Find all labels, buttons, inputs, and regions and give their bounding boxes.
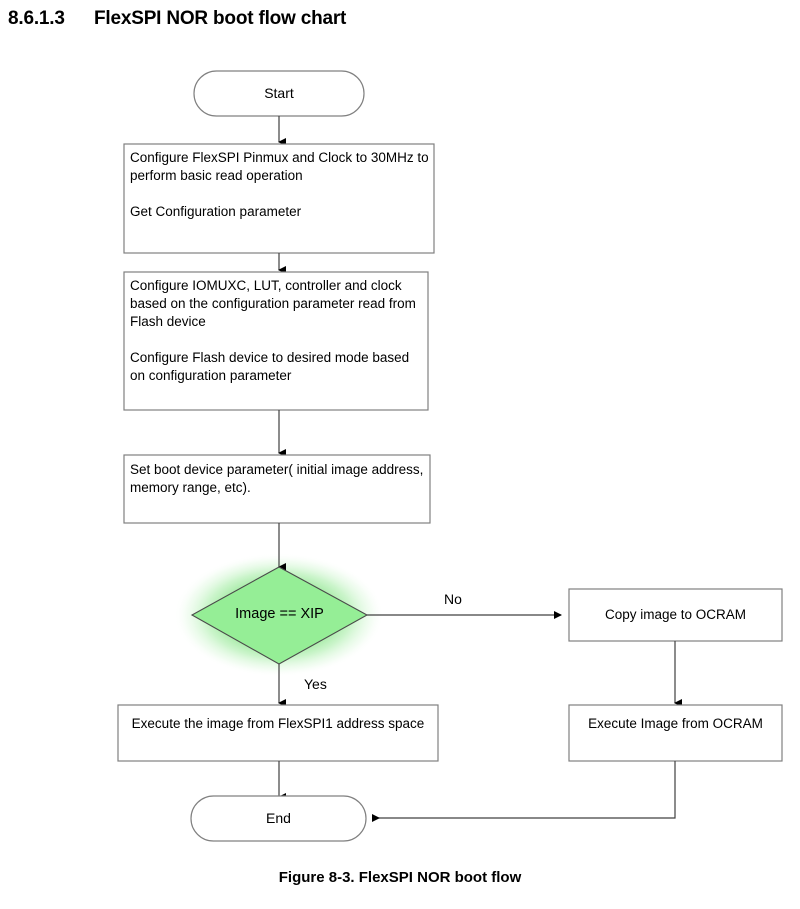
section-number: 8.6.1.3: [8, 8, 65, 29]
end-node-label: End: [266, 810, 291, 826]
section-title: FlexSPI NOR boot flow chart: [94, 8, 347, 29]
figure-caption: Figure 8-3. FlexSPI NOR boot flow: [278, 869, 522, 886]
step3-text: Set boot device parameter( initial image…: [130, 462, 428, 495]
step1-text: Configure FlexSPI Pinmux and Clock to 30…: [130, 150, 429, 219]
step2-text: Configure IOMUXC, LUT, controller and cl…: [130, 278, 416, 383]
execute-from-flexspi1-text: Execute the image from FlexSPI1 address …: [131, 716, 425, 731]
decision-yes-label: Yes: [304, 676, 327, 692]
start-node-label: Start: [264, 85, 294, 101]
copy-image-to-ocram-text: Copy image to OCRAM: [604, 607, 747, 622]
decision-no-label: No: [444, 591, 462, 607]
step3-shape: [123, 454, 431, 524]
end-terminator-shape: [190, 795, 367, 842]
section-heading: 8.6.1.3 FlexSPI NOR boot flow chart: [8, 8, 346, 30]
copy-image-to-ocram-shape: [568, 588, 783, 642]
step2-shape: [123, 271, 429, 411]
execute-from-flexspi1-shape: [117, 704, 439, 762]
step1-shape: [123, 143, 435, 254]
execute-image-from-ocram-text: Execute Image from OCRAM: [588, 716, 763, 731]
decision-label: Image == XIP: [235, 606, 324, 622]
connector-ocram-to-end: [372, 761, 676, 822]
execute-image-from-ocram-shape: [568, 704, 783, 762]
